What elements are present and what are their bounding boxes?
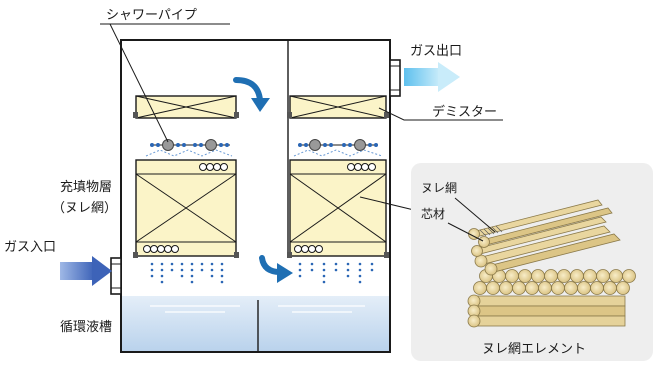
gas-outlet-arrow (404, 62, 460, 92)
right-shower-pipe (293, 139, 383, 157)
demister-label: デミスター (432, 104, 497, 120)
core-material-label: 芯材 (421, 207, 445, 221)
inlet-flange (110, 257, 122, 295)
nure-mesh-label: ヌレ網 (421, 181, 457, 195)
left-shower-pipe (145, 139, 233, 157)
left-drips (150, 262, 224, 284)
packing-layer-label-line2: （ヌレ網） (52, 201, 117, 216)
scrubber-tower (110, 39, 401, 353)
gas-inlet-arrow (60, 256, 112, 286)
left-demister (133, 95, 239, 119)
packing-layer-label-line1: 充填物層 (60, 179, 112, 195)
element-leader-lines (447, 197, 496, 242)
gas-outlet-label: ガス出口 (410, 44, 462, 59)
flow-arrow-top (233, 77, 270, 112)
right-packing-layer (287, 159, 389, 258)
nure-mesh-element-label: ヌレ網エレメント (482, 342, 586, 357)
right-drips (298, 262, 374, 284)
gas-inlet-label: ガス入口 (4, 240, 56, 255)
left-packing-layer (133, 159, 239, 258)
outlet-flange (389, 59, 401, 97)
leader-lines (100, 23, 503, 211)
right-demister (287, 95, 389, 119)
flow-arrow-bottom (259, 255, 293, 283)
element-rod-bundle (467, 199, 636, 328)
liquid-ripples (150, 305, 365, 313)
liquid-tank-fill (121, 296, 390, 352)
circulation-tank-label: 循環液槽 (60, 320, 112, 335)
shower-pipe-label: シャワーパイプ (106, 8, 197, 23)
